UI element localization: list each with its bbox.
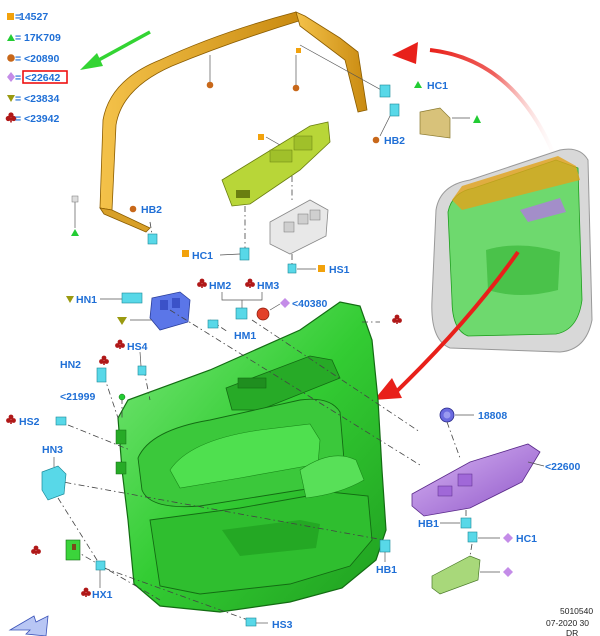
mirror-switch-plate [411,443,541,517]
callout-hc1-mid: HC1 [192,250,213,262]
callout-hx1: HX1 [92,589,113,601]
door-overview [431,148,593,353]
callout-hb2-right: HB2 [384,135,405,147]
door-trim-panel [115,301,387,613]
clip-hn3 [41,465,67,501]
clip-hn2 [96,367,107,383]
legend: 14527 = = 17K709 = <20890 = <22642 = <23… [5,11,68,125]
grommet-40380 [256,307,270,321]
legend-entry-1: 14527 [19,11,48,23]
legend-triangle-down-icon [7,95,15,102]
door-frame-upper [71,11,368,236]
clip-hb2-left [147,233,158,245]
green-arrow-icon [80,30,151,70]
svg-text:=: = [15,53,21,65]
trim-cap [419,107,481,139]
callout-hs3: HS3 [272,619,293,631]
red-arrow-icon [429,48,562,171]
callout-hs2: HS2 [19,416,40,428]
red-arrow-icon-2 [394,250,520,394]
legend-diamond-icon [7,72,15,82]
svg-text:=: = [15,113,21,125]
svg-text:=: = [15,93,21,105]
reference-number: 5010540 [560,606,593,616]
legend-entry-4: <22642 [25,72,60,84]
window-switch [269,199,329,255]
legend-circle-icon [7,54,15,62]
callout-hs4: HS4 [127,341,148,353]
callout-hm2: HM2 [209,280,231,292]
drawing-code: DR [566,628,578,636]
clip-hm2 [235,307,248,320]
window-switch-bezel [221,121,331,207]
front-direction-arrow-icon [8,615,49,636]
highlight-box [22,70,68,84]
callout-21999: <21999 [60,391,95,403]
callout-hc1-top: HC1 [427,80,448,92]
callout-hn3: HN3 [42,444,63,456]
issue-date: 07-2020 30 [546,618,589,628]
legend-triangle-icon [7,34,15,41]
callout-40380: <40380 [292,298,327,310]
legend-square-icon [7,13,14,20]
clip-hc1-top [379,84,391,98]
callout-hn2: HN2 [60,359,81,371]
svg-text:=: = [15,11,21,23]
callout-18808: 18808 [478,410,507,422]
callout-hb1-b: HB1 [376,564,397,576]
legend-entry-3: <20890 [24,53,59,65]
legend-entry-2: 17K709 [24,32,61,44]
legend-entry-6: <23942 [24,113,59,125]
legend-entry-5: <23834 [24,93,59,105]
clip-hc1-mid [239,247,250,261]
switch-housing [431,555,481,595]
callout-hm3: HM3 [257,280,279,292]
callout-22600: <22600 [545,461,580,473]
callout-hc1-b: HC1 [516,533,537,545]
clip-hb2-right [389,103,400,117]
callout-hb1-a: HB1 [418,518,439,530]
callout-hn1: HN1 [76,294,97,306]
callout-hs1: HS1 [329,264,350,276]
legend-club-icon [5,112,17,123]
callout-hb2-left: HB2 [141,204,162,216]
svg-text:=: = [15,72,21,84]
callout-hm1: HM1 [234,330,256,342]
svg-text:=: = [15,32,21,44]
frame-clip-circle-icon [206,81,214,89]
armrest-bracket [149,291,191,331]
club-icon [197,278,207,288]
